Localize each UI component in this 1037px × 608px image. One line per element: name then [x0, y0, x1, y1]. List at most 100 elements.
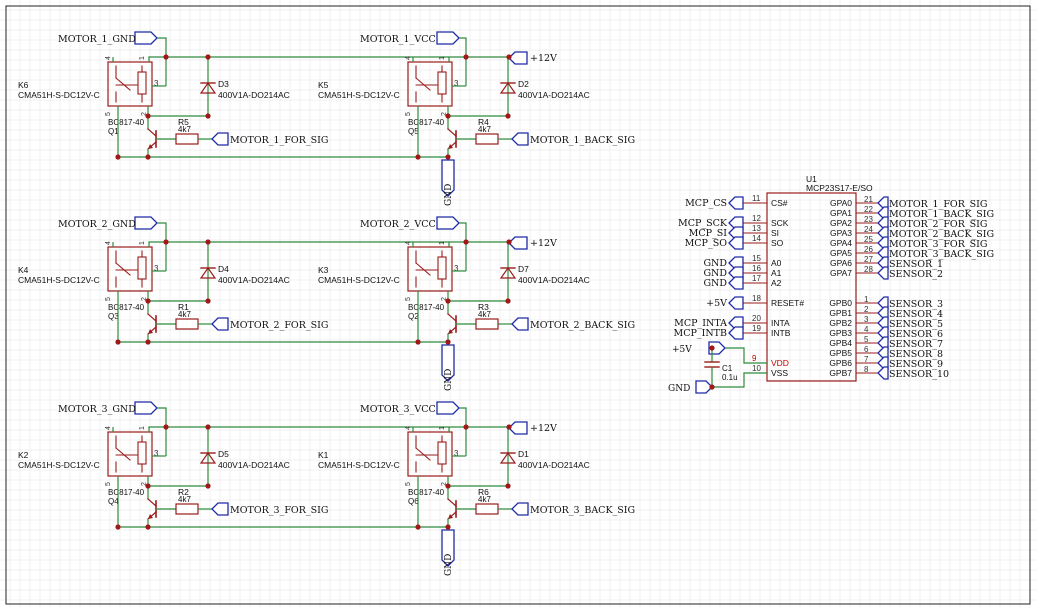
ic-pin-number: 19	[752, 324, 761, 333]
ic-net-label: MOTOR_1_FOR_SIG	[889, 199, 987, 210]
junction-dot	[505, 298, 511, 304]
relay-value: CMA51H-S-DC12V-C	[18, 275, 100, 285]
junction-dot	[163, 54, 169, 60]
relay-body	[407, 431, 453, 477]
pin-number: 3	[454, 449, 459, 458]
ic-net-label: GND	[703, 258, 727, 269]
net-port	[695, 380, 713, 394]
resistor-body	[175, 503, 199, 515]
transistor-ref: Q6	[408, 497, 419, 506]
ic-pin-number: 2	[864, 305, 869, 314]
relay-ref: K3	[318, 265, 329, 275]
transistor-collector	[147, 128, 157, 137]
net-port	[436, 31, 460, 45]
net-port	[877, 366, 889, 380]
pin-number: 1	[139, 426, 146, 430]
pin-number: 5	[105, 297, 112, 301]
net-port	[728, 276, 744, 290]
diode-ref: D5	[218, 449, 229, 459]
ic-pin-name: GPB5	[829, 348, 852, 358]
net-label-for-sig: MOTOR_2_FOR_SIG	[230, 320, 328, 331]
net-port	[134, 216, 158, 230]
transistor-model: BC817-40	[108, 303, 145, 312]
pin-number: 4	[405, 56, 412, 60]
diode-triangle	[499, 451, 517, 464]
pin-number: 5	[105, 112, 112, 116]
wire	[447, 106, 508, 117]
pin-number: 2	[141, 297, 148, 301]
pin-number: 4	[405, 241, 412, 245]
ic-pin-number: 15	[752, 254, 761, 263]
net-port	[728, 296, 744, 310]
transistor-arrow	[148, 144, 153, 149]
net-label-gnd: GND	[444, 554, 454, 576]
ic-net-label: SENSOR_9	[889, 359, 943, 370]
diode-ref: D7	[518, 264, 529, 274]
diode-value: 400V1A-DO214AC	[518, 460, 590, 470]
net-label-back-sig: MOTOR_2_BACK_SIG	[530, 320, 635, 331]
ic-pin-name: RESET#	[771, 298, 804, 308]
transistor-model: BC817-40	[408, 488, 445, 497]
transistor-arrow	[148, 329, 153, 334]
diode-triangle	[199, 451, 217, 464]
ic-pin-number: 26	[864, 245, 873, 254]
ic-net-label: SENSOR_8	[889, 349, 943, 360]
transistor-arrow	[448, 144, 453, 149]
ic-net-label: SENSOR_3	[889, 299, 943, 310]
relay-value: CMA51H-S-DC12V-C	[318, 460, 400, 470]
pin-number: 5	[405, 297, 412, 301]
resistor-body	[175, 133, 199, 145]
ic-pin-name: INTA	[771, 318, 790, 328]
diode-value: 400V1A-DO214AC	[518, 275, 590, 285]
pin-number: 3	[454, 264, 459, 273]
relay-ref: K2	[18, 450, 29, 460]
ic-ref: U1	[806, 174, 817, 184]
junction-dot	[445, 154, 451, 160]
ic-pin-number: 18	[752, 294, 761, 303]
net-label-gnd: GND	[444, 184, 454, 206]
junction-dot	[415, 524, 421, 530]
transistor-collector	[447, 128, 457, 137]
ic-pin-name: GPA2	[830, 218, 852, 228]
ic-net-label: +5V	[706, 298, 727, 309]
ic-pin-number: 4	[864, 325, 869, 334]
ic-pin-number: 16	[752, 264, 761, 273]
junction-dot	[145, 154, 151, 160]
relay-coil	[437, 441, 447, 465]
junction-dot	[709, 345, 715, 351]
net-label-supply: +12V	[530, 423, 557, 434]
net-label-vcc-port: MOTOR_2_VCC	[360, 219, 436, 230]
transistor-ref: Q5	[408, 127, 419, 136]
net-port	[728, 236, 744, 250]
net-port	[441, 344, 455, 382]
ic-net-label: MCP_SO	[685, 238, 728, 249]
diode-triangle	[199, 81, 217, 94]
ic-pin-number: 23	[864, 215, 873, 224]
junction-dot	[145, 298, 151, 304]
junction-dot	[205, 113, 211, 119]
net-label-gnd-port: MOTOR_2_GND	[58, 219, 136, 230]
wire	[157, 407, 167, 456]
junction-dot	[115, 154, 121, 160]
ic-pin-number: 7	[864, 355, 869, 364]
junction-dot	[506, 54, 512, 60]
net-port	[728, 326, 744, 340]
ic-pin-number: 10	[752, 364, 761, 373]
ic-pin-number: 6	[864, 345, 869, 354]
junction-dot	[445, 524, 451, 530]
net-label-supply: +12V	[530, 53, 557, 64]
junction-dot	[506, 424, 512, 430]
junction-dot	[445, 113, 451, 119]
net-port	[511, 317, 529, 331]
relay-value: CMA51H-S-DC12V-C	[318, 90, 400, 100]
relay-ref: K6	[18, 80, 29, 90]
